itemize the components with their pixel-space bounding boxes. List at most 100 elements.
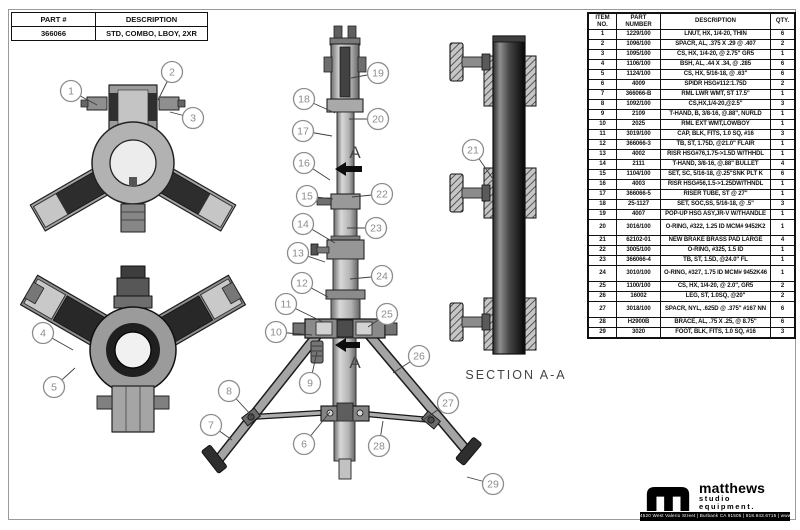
balloon-layer: 1234567891011121314151617181920212223242… bbox=[31, 60, 505, 496]
parts-cell: SPACR, AL, .375 X .29 @ .407 bbox=[660, 39, 771, 50]
cut-label-top: A bbox=[349, 143, 361, 162]
balloon-19: 19 bbox=[350, 61, 390, 85]
svg-text:19: 19 bbox=[372, 68, 384, 80]
balloon-16: 16 bbox=[292, 151, 331, 181]
hub-bottom-view bbox=[19, 265, 247, 433]
parts-cell: 1229/100 bbox=[616, 29, 661, 40]
parts-cell: 2 bbox=[770, 281, 795, 292]
balloon-1: 1 bbox=[59, 79, 98, 106]
title-block: PART # DESCRIPTION 366066 STD, COMBO, LB… bbox=[11, 12, 208, 41]
parts-cell: CS, HX, 1/4-20, @ 2.75" GR5 bbox=[660, 49, 771, 60]
parts-cell: 28 bbox=[588, 317, 617, 328]
svg-text:10: 10 bbox=[270, 327, 282, 339]
parts-cell: CS, HX, 1/4-20, @ 2.0", GR5 bbox=[660, 281, 771, 292]
parts-cell: 6 bbox=[588, 79, 617, 90]
parts-cell: 15 bbox=[588, 169, 617, 180]
parts-cell: O-RING, #325, 1.5 ID bbox=[660, 245, 771, 256]
svg-text:6: 6 bbox=[301, 439, 307, 451]
parts-cell: 4 bbox=[588, 59, 617, 70]
parts-cell: 1104/100 bbox=[616, 169, 661, 180]
parts-cell: 6 bbox=[770, 317, 795, 328]
parts-cell: LEG, ST, 1.0SQ, @20" bbox=[660, 291, 771, 302]
cut-arrow-top bbox=[335, 162, 362, 176]
parts-cell: 1 bbox=[770, 179, 795, 190]
parts-cell: 13 bbox=[588, 149, 617, 160]
balloon-22: 22 bbox=[351, 182, 394, 206]
parts-cell: T-HAND, 3/8-16, @.88" BULLET bbox=[660, 159, 771, 170]
parts-cell: 16 bbox=[588, 179, 617, 190]
parts-cell: 3 bbox=[770, 99, 795, 110]
parts-cell: TB, ST, 1.75D, @21.0" FLAIR bbox=[660, 139, 771, 150]
parts-cell: RISR HSG#76,1.75->1.5D W/THHDL bbox=[660, 149, 771, 160]
parts-cell: 18 bbox=[588, 199, 617, 210]
parts-cell: RISR HSG#56,1.5->1.25DW/THNDL bbox=[660, 179, 771, 190]
parts-cell: 3010/100 bbox=[616, 265, 661, 282]
parts-cell: 23 bbox=[588, 255, 617, 266]
parts-cell: 4007 bbox=[616, 209, 661, 220]
parts-cell: 1 bbox=[588, 29, 617, 40]
parts-cell: 366066-4 bbox=[616, 255, 661, 266]
parts-cell: NEW BRAKE BRASS PAD LARGE bbox=[660, 235, 771, 246]
section-a-a-view: SECTION A-A bbox=[449, 35, 565, 382]
balloon-9: 9 bbox=[298, 351, 322, 395]
parts-column-header: ITEM NO. bbox=[588, 13, 617, 30]
parts-cell: 14 bbox=[588, 159, 617, 170]
parts-cell: 366066-B bbox=[616, 89, 661, 100]
svg-text:17: 17 bbox=[297, 126, 309, 138]
parts-cell: 1 bbox=[770, 245, 795, 256]
parts-cell: BRACE, AL, .75 X .25, @ 8.75" bbox=[660, 317, 771, 328]
parts-cell: RML EXT WMT,LOWBOY bbox=[660, 119, 771, 130]
balloon-26: 26 bbox=[392, 344, 431, 374]
balloon-27: 27 bbox=[419, 391, 460, 423]
balloon-6: 6 bbox=[292, 411, 331, 456]
parts-cell: 3018/100 bbox=[616, 301, 661, 318]
parts-cell: 20 bbox=[588, 219, 617, 236]
balloon-29: 29 bbox=[466, 472, 505, 496]
balloon-15: 15 bbox=[295, 184, 334, 208]
svg-text:28: 28 bbox=[373, 441, 385, 453]
parts-cell: 10 bbox=[588, 119, 617, 130]
parts-cell: TB, ST, 1.5D, @24.0" FL bbox=[660, 255, 771, 266]
parts-cell: CS,HX,1/4-20,@2.5" bbox=[660, 99, 771, 110]
t-handle-bottom bbox=[449, 302, 491, 342]
parts-cell: FOOT, BLK, FITS, 1.0 SQ, #16 bbox=[660, 327, 771, 338]
parts-cell: 1 bbox=[770, 189, 795, 200]
parts-cell: 3 bbox=[770, 327, 795, 338]
parts-cell: 8 bbox=[588, 99, 617, 110]
balloon-18: 18 bbox=[292, 87, 336, 114]
parts-cell: RISER TUBE, ST @ 27" bbox=[660, 189, 771, 200]
balloon-28: 28 bbox=[367, 420, 391, 458]
parts-cell: 25-1127 bbox=[616, 199, 661, 210]
parts-cell: LNUT, HX, 1/4-20, THIN bbox=[660, 29, 771, 40]
cut-label-bottom: A bbox=[349, 353, 361, 372]
parts-cell: 16002 bbox=[616, 291, 661, 302]
parts-cell: 21 bbox=[588, 235, 617, 246]
balloon-8: 8 bbox=[217, 379, 253, 417]
parts-cell: 1096/100 bbox=[616, 39, 661, 50]
hub-top-view bbox=[29, 84, 237, 233]
parts-cell: T-HAND, B, 3/8-16, @.88", NURLD bbox=[660, 109, 771, 120]
svg-text:5: 5 bbox=[51, 382, 57, 394]
balloon-5: 5 bbox=[42, 367, 76, 399]
parts-cell: H2900B bbox=[616, 317, 661, 328]
t-handle-top bbox=[449, 42, 491, 82]
parts-cell: 4009 bbox=[616, 79, 661, 90]
parts-cell: 1095/100 bbox=[616, 49, 661, 60]
balloon-17: 17 bbox=[291, 119, 333, 143]
parts-cell: 17 bbox=[588, 189, 617, 200]
